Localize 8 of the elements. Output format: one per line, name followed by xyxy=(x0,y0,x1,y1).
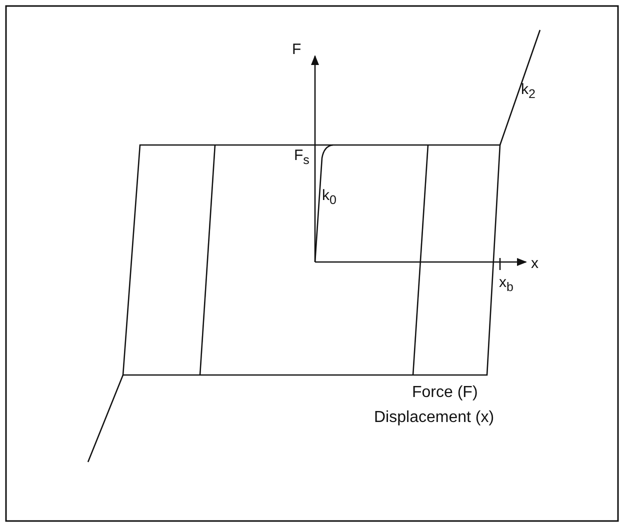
axis-title: Displacement (x) xyxy=(374,410,494,426)
axis-label: F xyxy=(292,42,302,57)
force-label: F$_{s}$ xyxy=(294,148,310,166)
axis-title: Force (F) xyxy=(412,385,478,401)
axis-label: x xyxy=(531,256,538,271)
stiffness-label: k$_{2}$ xyxy=(521,82,536,100)
displacement-label: x$_{b}$ xyxy=(499,275,514,294)
stiffness-label: k$_{0}$ xyxy=(322,188,336,206)
